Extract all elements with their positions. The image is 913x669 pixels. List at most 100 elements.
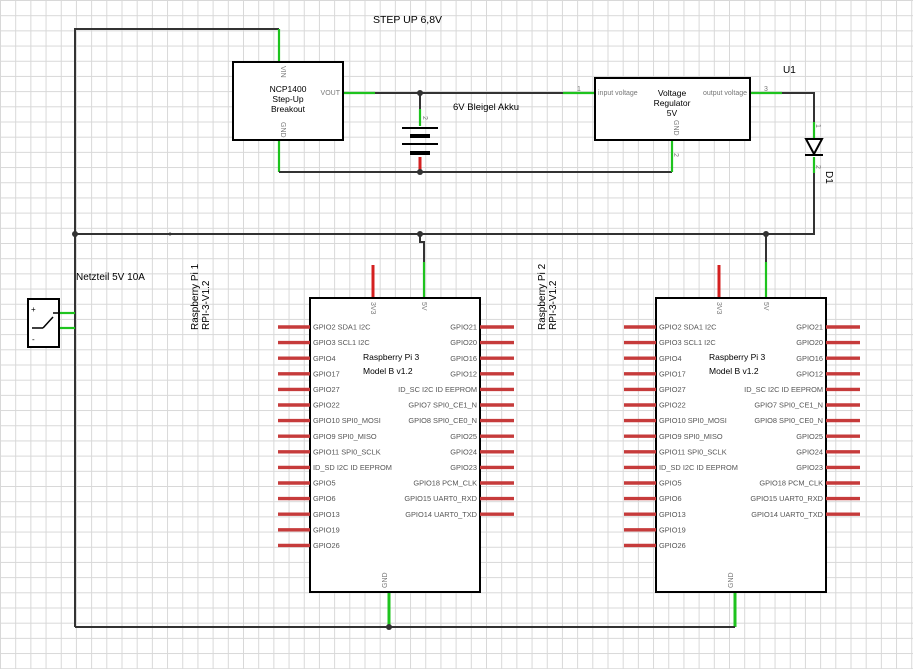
- pi2-pin-label: GPIO24: [796, 447, 823, 456]
- junction-dot: [386, 624, 392, 630]
- pi1-pin-label: GPIO9 SPI0_MISO: [313, 432, 377, 441]
- junction-dot: [417, 169, 423, 175]
- pi1-pin-label: GPIO6: [313, 494, 336, 503]
- regulator-ref: U1: [783, 65, 796, 76]
- step-up-name-2: Step-Up: [272, 94, 303, 104]
- regulator-pin-in: input voltage: [598, 90, 638, 97]
- pi2-pin-gnd: GND: [728, 572, 735, 588]
- power-supply: + - Netzteil 5V 10A: [27, 272, 145, 348]
- diode-ref: D1: [823, 171, 834, 184]
- regulator-name-1: Voltage: [658, 88, 687, 98]
- pi1-pin-label: ID_SD I2C ID EEPROM: [313, 463, 392, 472]
- supply-box: [27, 298, 60, 348]
- regulator-pin-out: output voltage: [703, 90, 747, 97]
- pi1-pin-label: GPIO3 SCL1 I2C: [313, 338, 370, 347]
- voltage-regulator: Voltage Regulator 5V input voltage outpu…: [577, 65, 796, 157]
- raspberry-pi-1: Raspberry Pi 1 RPI-3-V1.2 Raspberry Pi 3…: [190, 263, 514, 593]
- pi2-pin-label: GPIO8 SPI0_CE0_N: [754, 416, 823, 425]
- wires: [59, 28, 816, 630]
- step-up-module: NCP1400 Step-Up Breakout VIN VOUT GND: [232, 61, 344, 141]
- pi2-pin-label: GPIO10 SPI0_MOSI: [659, 416, 727, 425]
- pi1-box: [309, 297, 481, 593]
- pi1-pin-label: GPIO12: [450, 369, 477, 378]
- junction-dot: [417, 90, 423, 96]
- pi1-pin-label: GPIO5: [313, 479, 336, 488]
- pi2-pin-label: GPIO18 PCM_CLK: [759, 479, 823, 488]
- regulator-name-2: Regulator: [654, 98, 691, 108]
- diode-pin-a-num: 1: [814, 124, 821, 128]
- pi2-pin-label: ID_SD I2C ID EEPROM: [659, 463, 738, 472]
- pi2-pin-label: GPIO5: [659, 479, 682, 488]
- pi1-pin-gnd: GND: [382, 572, 389, 588]
- regulator-pin-out-num: 3: [764, 86, 768, 93]
- supply-switch: [42, 316, 54, 329]
- pi1-pin-label: GPIO22: [313, 401, 340, 410]
- pi1-pin-label: GPIO27: [313, 385, 340, 394]
- pi2-pin-label: GPIO9 SPI0_MISO: [659, 432, 723, 441]
- pi2-title-2: Model B v1.2: [709, 366, 759, 376]
- pi1-pin-label: GPIO10 SPI0_MOSI: [313, 416, 381, 425]
- pi1-pin-5v: 5V: [420, 302, 427, 311]
- pi2-part: RPI-3-V1.2: [548, 280, 559, 330]
- pi1-pin-label: ID_SC I2C ID EEPROM: [398, 385, 477, 394]
- pi1-5v-wire: [419, 234, 425, 262]
- battery: 2 6V Bleigel Akku: [402, 102, 519, 155]
- pi2-pin-label: GPIO17: [659, 369, 686, 378]
- supply-label: Netzteil 5V 10A: [76, 272, 145, 283]
- junction-dot: [417, 231, 423, 237]
- pi2-pin-label: GPIO27: [659, 385, 686, 394]
- pi1-pin-label: GPIO15 UART0_RXD: [404, 494, 477, 503]
- pi2-pin-label: GPIO3 SCL1 I2C: [659, 338, 716, 347]
- battery-pin-num: 2: [421, 116, 428, 120]
- pi2-pin-label: GPIO13: [659, 510, 686, 519]
- pi1-pin-label: GPIO21: [450, 323, 477, 332]
- pi1-pin-label: GPIO8 SPI0_CE0_N: [408, 416, 477, 425]
- pi2-pin-label: GPIO22: [659, 401, 686, 410]
- pi2-pin-label: GPIO6: [659, 494, 682, 503]
- step-up-name-1: NCP1400: [270, 84, 307, 94]
- diode-pin-k-num: 2: [814, 165, 821, 169]
- pi2-pin-label: GPIO14 UART0_TXD: [751, 510, 823, 519]
- pi2-pin-label: GPIO26: [659, 541, 686, 550]
- step-up-pin-vin: VIN: [279, 66, 286, 78]
- raspberry-pi-2: Raspberry Pi 2 RPI-3-V1.2 Raspberry Pi 3…: [537, 263, 860, 593]
- step-up-box: [232, 61, 344, 141]
- pi1-pin-label: GPIO23: [450, 463, 477, 472]
- regulator-name-3: 5V: [667, 108, 678, 118]
- pi1-pin-label: GPIO14 UART0_TXD: [405, 510, 477, 519]
- pi2-ref: Raspberry Pi 2: [537, 263, 548, 330]
- pi1-pin-label: GPIO20: [450, 338, 477, 347]
- regulator-box: [594, 77, 751, 141]
- pi1-pin-label: GPIO7 SPI0_CE1_N: [408, 401, 477, 410]
- pi1-pin-label: GPIO25: [450, 432, 477, 441]
- pi1-pin-3v3: 3V3: [369, 302, 376, 315]
- pi2-pin-3v3: 3V3: [715, 302, 722, 315]
- pi2-pin-label: GPIO12: [796, 369, 823, 378]
- pi2-pin-label: GPIO15 UART0_RXD: [750, 494, 823, 503]
- step-up-name-3: Breakout: [271, 104, 306, 114]
- pi2-pin-label: GPIO2 SDA1 I2C: [659, 323, 717, 332]
- 5v-bus-wire: [75, 173, 815, 235]
- pi1-pin-label: GPIO19: [313, 525, 340, 534]
- pi1-pin-label: GPIO24: [450, 447, 477, 456]
- step-up-pin-gnd: GND: [279, 122, 286, 138]
- pi1-ref: Raspberry Pi 1: [190, 263, 201, 330]
- pi2-pin-label: GPIO25: [796, 432, 823, 441]
- pi1-pin-label: GPIO17: [313, 369, 340, 378]
- junction-dot: [72, 231, 78, 237]
- pi1-pin-label: GPIO2 SDA1 I2C: [313, 323, 371, 332]
- pi1-pin-label: GPIO4: [313, 354, 336, 363]
- pi1-pin-label: GPIO11 SPI0_SCLK: [313, 447, 381, 456]
- pi2-pin-label: GPIO21: [796, 323, 823, 332]
- pi1-title-1: Raspberry Pi 3: [363, 352, 419, 362]
- pi2-pin-label: GPIO19: [659, 525, 686, 534]
- pi2-pin-label: GPIO11 SPI0_SCLK: [659, 447, 727, 456]
- supply-plus-wire: [74, 28, 279, 627]
- pi2-title-1: Raspberry Pi 3: [709, 352, 765, 362]
- pi2-pin-label: GPIO7 SPI0_CE1_N: [754, 401, 823, 410]
- pi1-pin-label: GPIO26: [313, 541, 340, 550]
- pi1-left-pins: GPIO2 SDA1 I2C GPIO3 SCL1 I2C GPIO4GPIO17G…: [278, 323, 392, 550]
